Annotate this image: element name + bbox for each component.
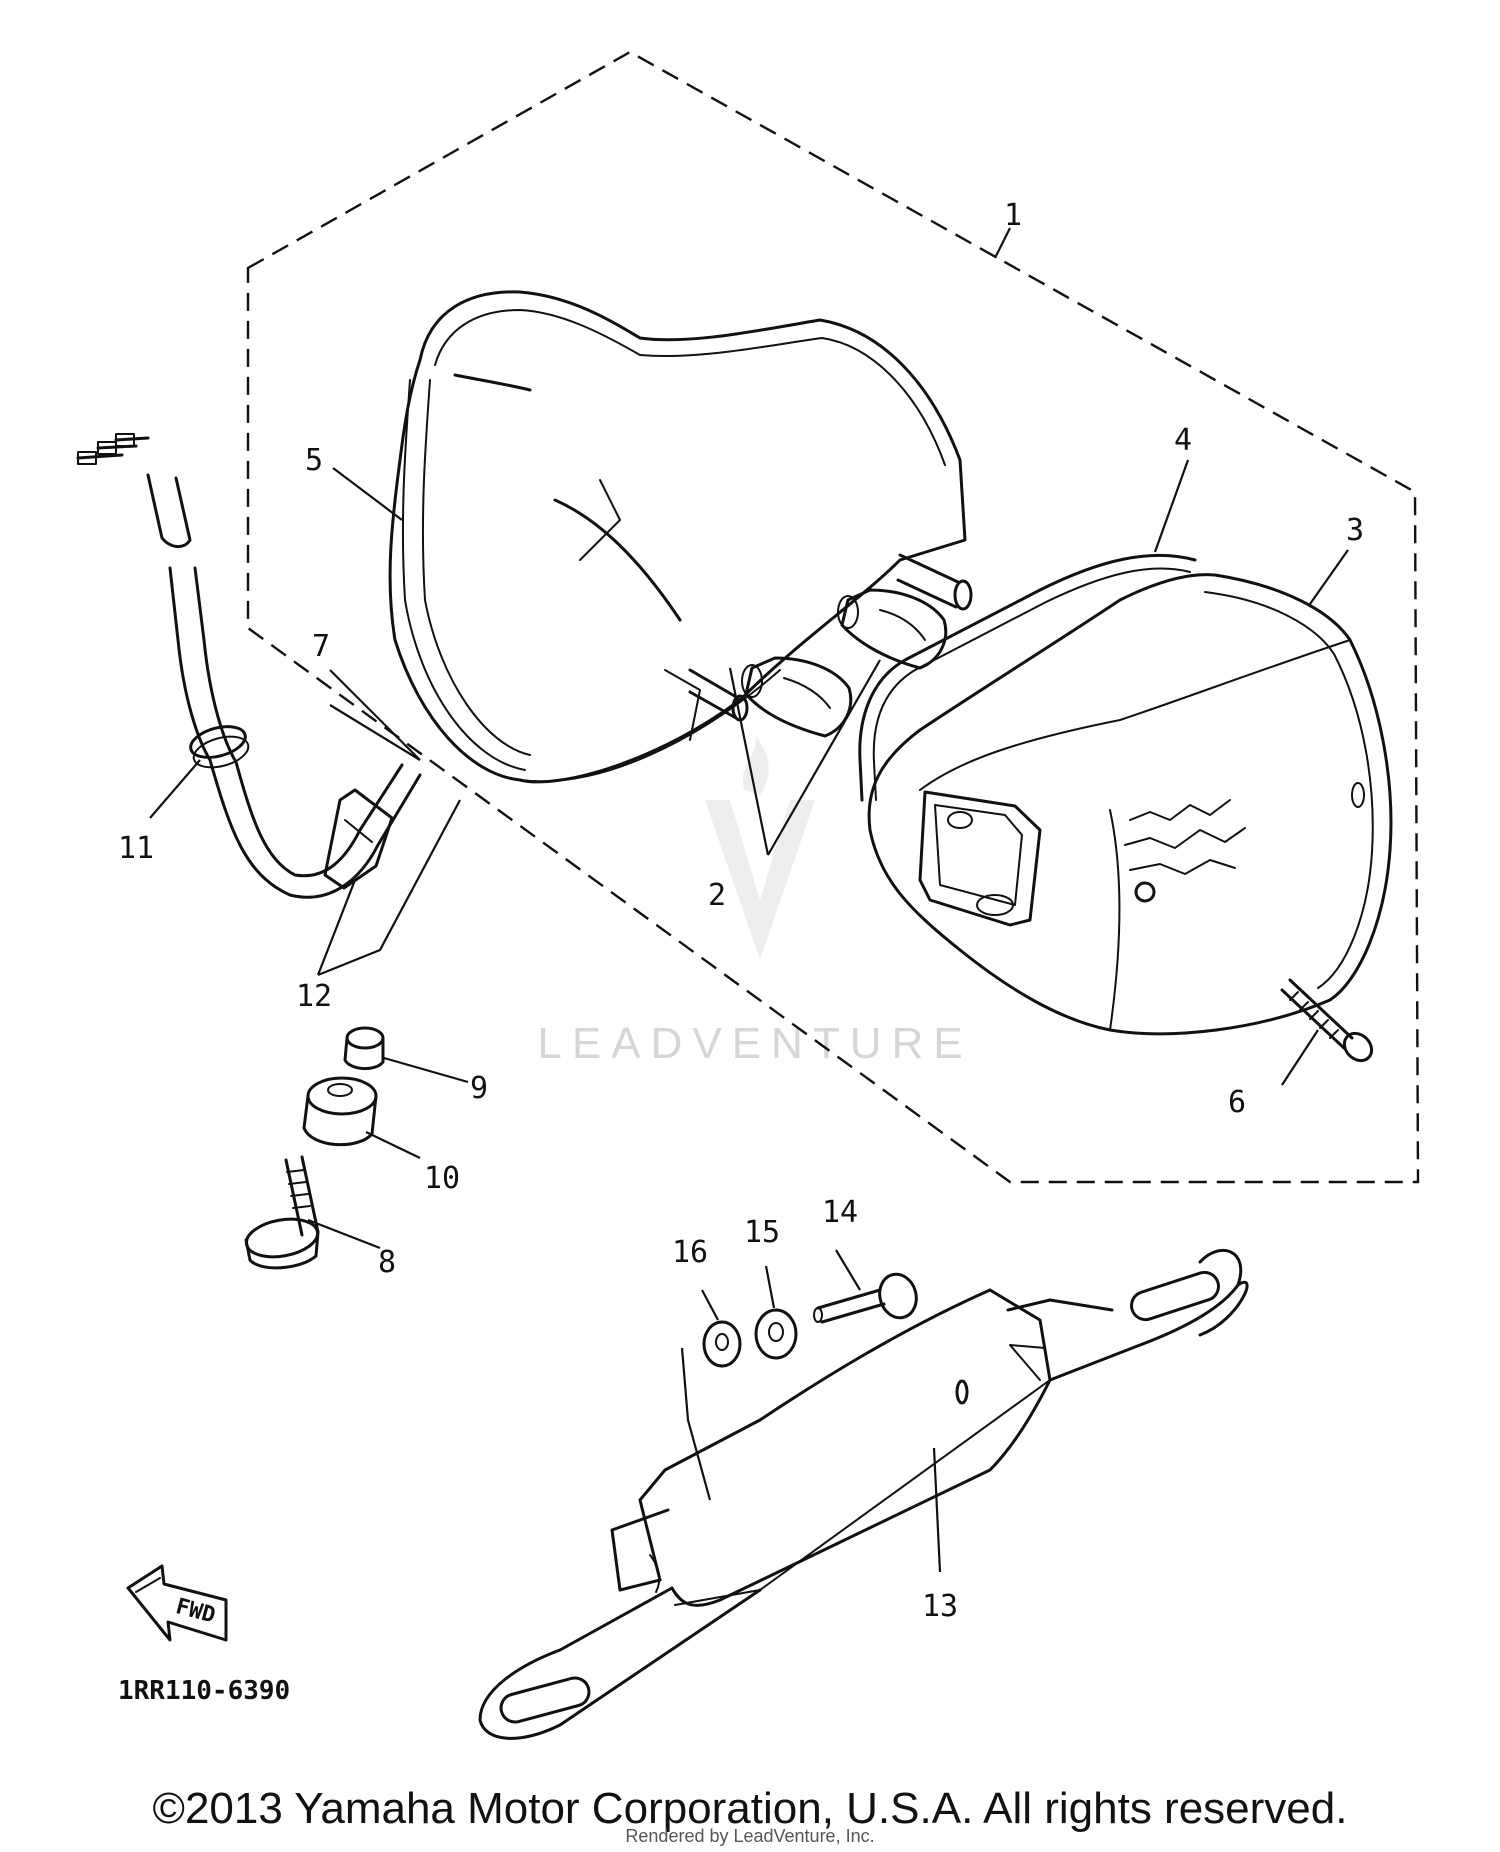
callout-12: 12 xyxy=(296,979,332,1014)
gasket-part xyxy=(858,553,1197,802)
callout-9: 9 xyxy=(470,1071,488,1106)
callout-5: 5 xyxy=(305,443,323,478)
gasket-part-inner xyxy=(872,567,1191,801)
collar-9-part xyxy=(343,1026,385,1070)
callout-6: 6 xyxy=(1228,1085,1246,1120)
callout-15: 15 xyxy=(744,1215,780,1250)
bracket-13-part xyxy=(478,1249,1249,1740)
callout-11: 11 xyxy=(118,831,154,866)
copyright-notice: ©2013 Yamaha Motor Corporation, U.S.A. A… xyxy=(152,1784,1348,1833)
callout-16: 16 xyxy=(672,1235,708,1270)
bulb-lower-part xyxy=(741,656,853,738)
lens-part xyxy=(867,573,1393,1036)
damper-10-part xyxy=(302,1076,378,1147)
callout-14: 14 xyxy=(822,1195,858,1230)
diagram-code: 1RR110-6390 xyxy=(118,1676,290,1706)
callout-13: 13 xyxy=(922,1589,958,1624)
rendered-by-note: Rendered by LeadVenture, Inc. xyxy=(625,1826,875,1846)
watermark-text: LEADVENTURE xyxy=(537,1019,972,1068)
base-housing-part xyxy=(388,290,973,784)
bolt-8-part xyxy=(244,1155,320,1270)
callout-10: 10 xyxy=(424,1161,460,1196)
wire-harness-part xyxy=(76,433,422,899)
screw-6-part xyxy=(1280,978,1374,1063)
callout-3: 3 xyxy=(1346,513,1364,548)
forward-direction-arrow-icon: FWD xyxy=(126,1564,228,1642)
washer-15-part xyxy=(754,1308,798,1360)
callout-2: 2 xyxy=(708,878,726,913)
nut-16-part xyxy=(702,1320,742,1368)
leader-lines xyxy=(149,227,1349,1573)
callout-7: 7 xyxy=(312,629,330,664)
callout-1: 1 xyxy=(1004,198,1022,233)
assembly-1-boundary xyxy=(246,50,1420,1184)
callout-4: 4 xyxy=(1174,423,1192,458)
fwd-label: FWD xyxy=(173,1594,218,1628)
bulb-upper-part xyxy=(837,588,948,670)
leadventure-watermark-logo xyxy=(705,735,815,960)
callout-8: 8 xyxy=(378,1245,396,1280)
bolt-14-part xyxy=(813,1272,918,1324)
